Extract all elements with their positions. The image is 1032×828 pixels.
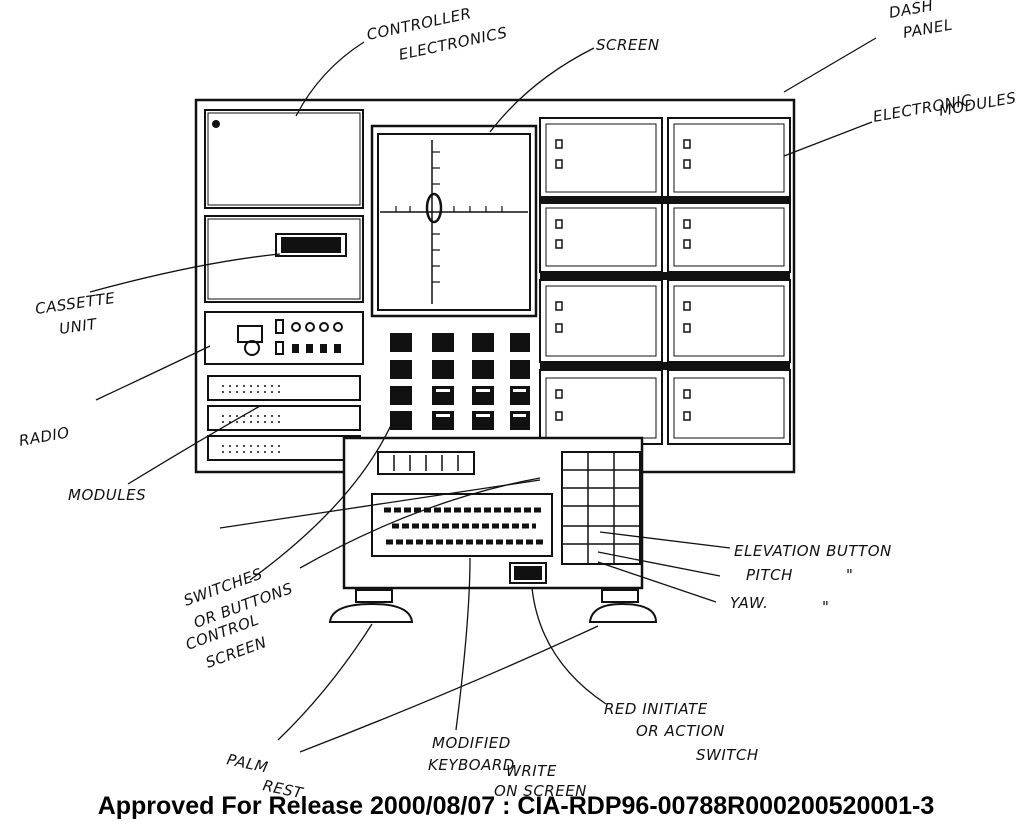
label-yaw-ditto: " — [822, 598, 829, 616]
label-write-on-screen: WRITE — [506, 762, 557, 780]
release-footer: Approved For Release 2000/08/07 : CIA-RD… — [97, 792, 935, 820]
module-slot — [207, 375, 361, 401]
label-red-initiate: RED INITIATE — [604, 700, 708, 718]
label-electronic-modules: MODULES — [938, 89, 1018, 120]
label-yaw: YAW. — [730, 594, 768, 612]
controller-electronics-box — [204, 109, 364, 209]
label-dash-panel: PANEL — [902, 16, 954, 42]
label-write-on-screen: ON SCREEN — [494, 782, 587, 800]
direction-button-grid — [561, 451, 641, 565]
leader-lines — [89, 37, 877, 753]
cassette-unit-box — [204, 215, 364, 303]
label-radio: RADIO — [18, 423, 71, 450]
label-red-initiate: SWITCH — [696, 746, 759, 764]
palm-rest-right — [588, 589, 658, 623]
electronic-modules — [539, 117, 791, 445]
label-modules: MODULES — [68, 486, 146, 504]
label-modified-keyboard: KEYBOARD — [428, 756, 515, 774]
screen — [370, 124, 538, 318]
lower-console — [342, 436, 644, 590]
label-palm-rest: PALM — [225, 750, 270, 776]
palm-rest-left — [328, 589, 414, 623]
modified-keyboard — [371, 493, 553, 557]
cassette-slot — [275, 233, 347, 257]
module-slot — [207, 435, 361, 461]
label-cassette-unit: UNIT — [58, 315, 99, 338]
label-cassette-unit: CASSETTE — [34, 289, 116, 318]
red-initiate-switch — [509, 562, 547, 584]
label-elevation: ELEVATION BUTTON — [734, 542, 892, 560]
module-slot — [207, 405, 361, 431]
switch-bank — [377, 451, 475, 475]
screen-target — [425, 192, 443, 224]
control-button-grid — [390, 333, 530, 430]
label-pitch-ditto: " — [846, 566, 853, 584]
label-screen: SCREEN — [596, 36, 660, 54]
label-modified-keyboard: MODIFIED — [432, 734, 511, 752]
label-pitch: PITCH — [746, 566, 793, 584]
radio-box — [204, 311, 364, 365]
label-red-initiate: OR ACTION — [636, 722, 725, 740]
